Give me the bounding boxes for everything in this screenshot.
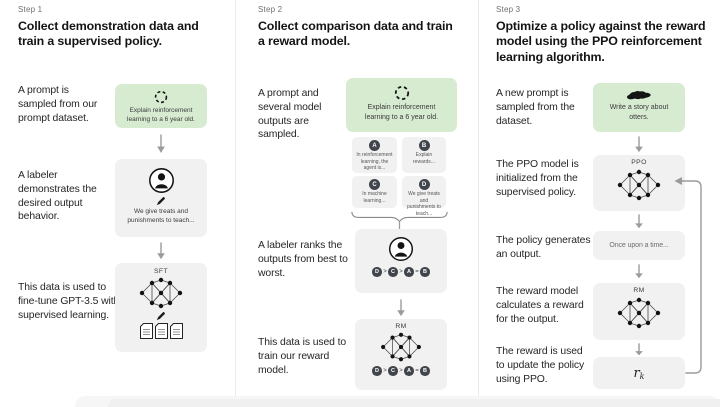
step3-caption-reward: The reward model calculates a reward for… [496,286,584,325]
step1-labeler-text: We give treats and punishments to teach.… [127,208,195,225]
step2-label: Step 2 [258,5,283,14]
rank-separator: = [415,268,419,275]
rank-separator: > [383,268,387,275]
rank-circle: C [388,366,398,376]
sft-label: SFT [153,268,169,275]
step1-caption-prompt: A prompt is sampled from our prompt data… [18,85,98,124]
neural-net-icon [616,168,662,202]
pencil-icon [156,311,166,321]
column-divider [235,0,236,396]
sampling-icon [154,90,168,104]
letter-circle: D [418,179,430,190]
arrow-down-icon [395,299,407,317]
step2-caption-sampled: A prompt and several model outputs are s… [258,88,322,141]
ranking-row: D > C > A = B [372,366,430,376]
neural-net-icon [138,276,184,310]
step1-prompt-text: Explain reinforcement learning to a 6 ye… [127,107,195,124]
step2-labeler-box: D > C > A = B [355,229,447,293]
rank-circle: C [388,267,398,277]
arrow-down-icon [633,136,645,153]
rank-separator: > [383,367,387,374]
labeler-person-icon [388,236,414,262]
step3-title: Optimize a policy against the reward mod… [496,19,706,64]
letter-circle: B [418,140,430,151]
rm-label: RM [395,323,407,330]
step3-caption-ppo: The PPO model is initialized from the su… [496,159,579,198]
ranking-row: D > C > A = B [372,267,430,277]
arrow-down-icon [155,242,167,260]
step3-caption-output: The policy generates an output. [496,235,591,260]
documents-icon [140,323,183,339]
ppo-label: PPO [631,159,647,166]
step3-caption-update: The reward is used to update the policy … [496,346,585,385]
step1-caption-labeler: A labeler demonstrates the desired outpu… [18,170,97,223]
step2-rm-box: RM D > C > A = B [355,319,447,390]
rank-separator: = [415,367,419,374]
step2-prompt-text: Explain reinforcement learning to a 6 ye… [364,104,439,121]
rank-circle: A [404,267,414,277]
page-icon [170,323,183,339]
neural-net-icon [379,331,423,363]
step1-prompt-box: Explain reinforcement learning to a 6 ye… [115,84,207,128]
feedback-loop-arrow [674,177,702,374]
arrow-down-icon [633,343,645,356]
step2-caption-ranks: A labeler ranks the outputs from best to… [258,240,348,279]
pencil-icon [156,196,166,206]
output-card-text: In reinforcement learning, the agent is.… [356,152,393,171]
step1-caption-finetune: This data is used to fine-tune GPT-3.5 w… [18,282,120,321]
rank-circle: B [420,267,430,277]
bottom-band-inner [108,399,720,407]
step3-prompt-box: Write a story about otters. [593,83,685,132]
rm-label: RM [633,287,645,294]
arrow-down-icon [155,134,167,154]
arrow-down-icon [633,214,645,229]
output-card-d: D We give treats and punishments to teac… [402,176,446,217]
output-card-a: A In reinforcement learning, the agent i… [352,137,397,173]
neural-net-icon [616,296,662,330]
reward-symbol: r [633,365,640,381]
step1-sft-box: SFT [115,263,207,352]
output-card-b: B Explain rewards... [402,137,446,173]
step2-prompt-box: Explain reinforcement learning to a 6 ye… [346,78,457,132]
reward-subscript: k [639,371,645,381]
step3-label: Step 3 [496,5,521,14]
rank-circle: A [404,366,414,376]
rank-circle: B [420,366,430,376]
step2-title: Collect comparison data and train a rewa… [258,19,453,49]
rank-separator: > [399,367,403,374]
output-card-text: Explain rewards... [413,152,435,165]
step3-ppo-box: PPO [593,155,685,211]
step1-title: Collect demonstration data and train a s… [18,19,199,49]
step3-prompt-text: Write a story about otters. [609,104,669,121]
step2-caption-train: This data is used to train our reward mo… [258,337,347,376]
labeler-person-icon [148,167,175,194]
rank-separator: > [399,268,403,275]
rank-circle: D [372,366,382,376]
step3-output-box: Once upon a time... [593,231,685,260]
output-card-text: In machine learning... [362,191,387,204]
output-card-c: C In machine learning... [352,176,397,208]
letter-circle: A [369,140,380,151]
page-icon [155,323,168,339]
step3-caption-new-prompt: A new prompt is sampled from the dataset… [496,88,575,127]
step1-label: Step 1 [18,5,43,14]
arrow-down-icon [633,264,645,279]
step3-rm-box: RM [593,283,685,340]
column-divider [478,0,479,396]
step3-output-text: Once upon a time... [609,242,669,249]
rank-circle: D [372,267,382,277]
sampling-icon [394,85,410,101]
letter-circle: C [369,179,380,190]
output-card-text: We give treats and punishments to teach.… [407,191,441,217]
page-icon [140,323,153,339]
otter-icon [626,89,652,101]
step1-labeler-box: We give treats and punishments to teach.… [115,159,207,237]
